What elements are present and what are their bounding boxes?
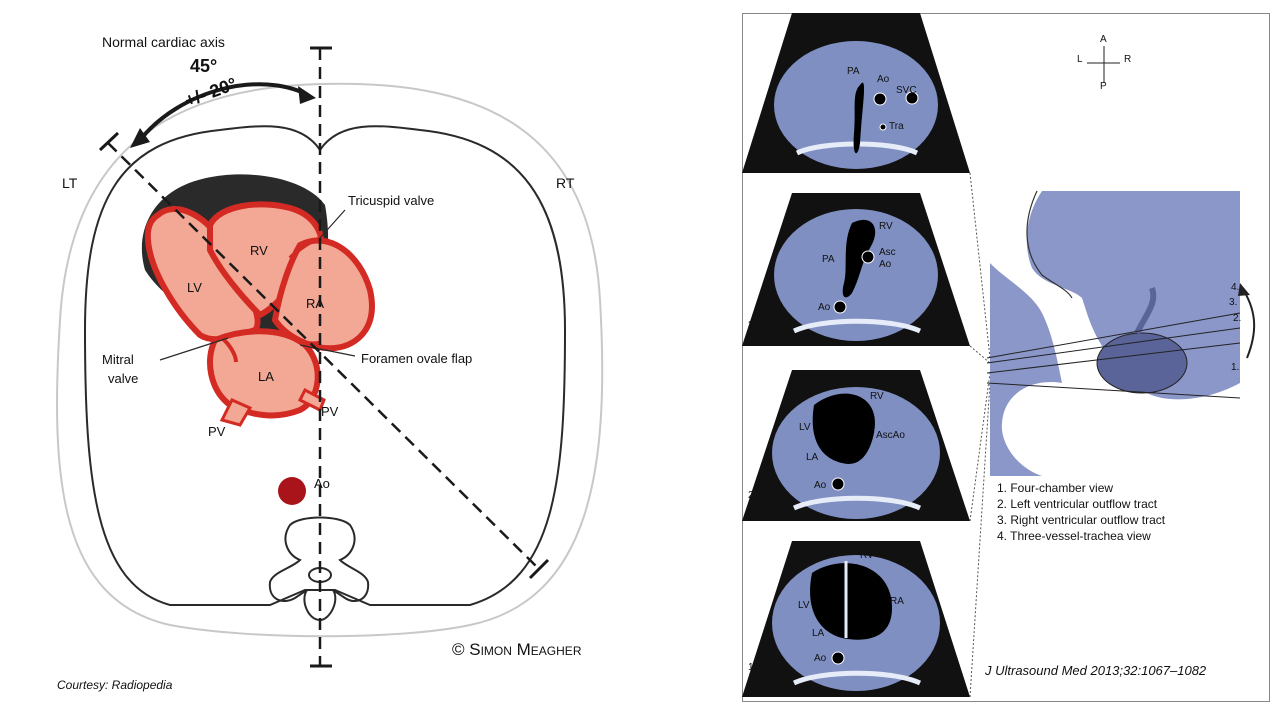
panel-left-ventricular-outflow xyxy=(742,370,970,521)
ra-label: RA xyxy=(306,296,324,311)
plane-number-2: 2. xyxy=(1233,313,1241,324)
cardiac-axis-cap-top xyxy=(100,133,118,150)
panel-right-ventricular-outflow xyxy=(742,193,970,346)
mitral-label-line2: valve xyxy=(108,371,138,386)
panel-2-label-ao: Ao xyxy=(814,480,826,491)
panel-4-label-tra: Tra xyxy=(889,121,904,132)
panel-3-label-rv: RV xyxy=(879,221,893,232)
compass-r: R xyxy=(1124,54,1131,65)
panel-1-number: 1. xyxy=(748,662,756,673)
fetus-illustration xyxy=(987,191,1254,476)
copyright-label: © Simon Meagher xyxy=(452,640,581,660)
thorax-outline xyxy=(85,126,565,605)
arc-arrowhead-right xyxy=(298,86,316,104)
panel-four-chamber xyxy=(742,541,970,697)
panel-3-label-ao-lower: Ao xyxy=(818,302,830,313)
compass-p: P xyxy=(1100,81,1107,92)
side-left-label: LT xyxy=(62,175,77,191)
panel-4-label-svc: SVC xyxy=(896,85,917,96)
plane-number-1: 1. xyxy=(1231,362,1239,373)
panel-1-label-la: LA xyxy=(812,628,824,639)
axis-title: Normal cardiac axis xyxy=(102,34,225,50)
panel-3-label-pa: PA xyxy=(822,254,835,265)
panel-1-label-ao: Ao xyxy=(814,653,826,664)
legend-item-3: 3. Right ventricular outflow tract xyxy=(997,513,1165,527)
ultrasound-views-figure xyxy=(742,13,1268,700)
legend-item-2: 2. Left ventricular outflow tract xyxy=(997,497,1157,511)
body-outline-outer xyxy=(57,84,602,637)
tricuspid-label: Tricuspid valve xyxy=(348,193,434,208)
citation-label: J Ultrasound Med 2013;32:1067–1082 xyxy=(985,663,1206,678)
rv-label: RV xyxy=(250,243,268,258)
panel-1-label-rv: RV xyxy=(860,550,874,561)
panel-2-label-ascao: AscAo xyxy=(876,430,905,441)
angle-label: 45° xyxy=(190,56,217,77)
aorta-circle xyxy=(278,477,306,505)
foramen-label: Foramen ovale flap xyxy=(361,351,472,366)
panel-2-label-la: LA xyxy=(806,452,818,463)
ao-label: Ao xyxy=(314,476,330,491)
pv-left-label: PV xyxy=(208,424,225,439)
panel-2-label-rv: RV xyxy=(870,391,884,402)
side-right-label: RT xyxy=(556,175,574,191)
courtesy-label: Courtesy: Radiopedia xyxy=(57,678,172,692)
panel-4-number: 4. xyxy=(748,148,756,159)
panel-1-label-lv: LV xyxy=(798,600,810,611)
panel-3-number: 3. xyxy=(748,320,756,331)
panel-4-label-ao: Ao xyxy=(877,74,889,85)
plane-number-3: 3. xyxy=(1229,297,1237,308)
panel-three-vessel-trachea xyxy=(742,13,970,173)
pv-right-label: PV xyxy=(321,404,338,419)
panel-3-label-asc: Asc xyxy=(879,247,896,258)
lv-label: LV xyxy=(187,280,202,295)
plane-number-4: 4. xyxy=(1231,282,1239,293)
legend-item-4: 4. Three-vessel-trachea view xyxy=(997,529,1151,543)
compass-l: L xyxy=(1077,54,1083,65)
compass-a: A xyxy=(1100,34,1107,45)
la-label: LA xyxy=(258,369,274,384)
panel-3-label-ao-upper: Ao xyxy=(879,259,891,270)
legend-item-1: 1. Four-chamber view xyxy=(997,481,1113,495)
orientation-compass xyxy=(1087,46,1120,83)
panel-4-label-pa: PA xyxy=(847,66,860,77)
plane-connectors xyxy=(970,173,990,697)
panel-1-label-ra: RA xyxy=(890,596,904,607)
panel-2-number: 2. xyxy=(748,490,756,501)
mitral-label-line1: Mitral xyxy=(102,352,134,367)
panel-2-label-lv: LV xyxy=(799,422,811,433)
